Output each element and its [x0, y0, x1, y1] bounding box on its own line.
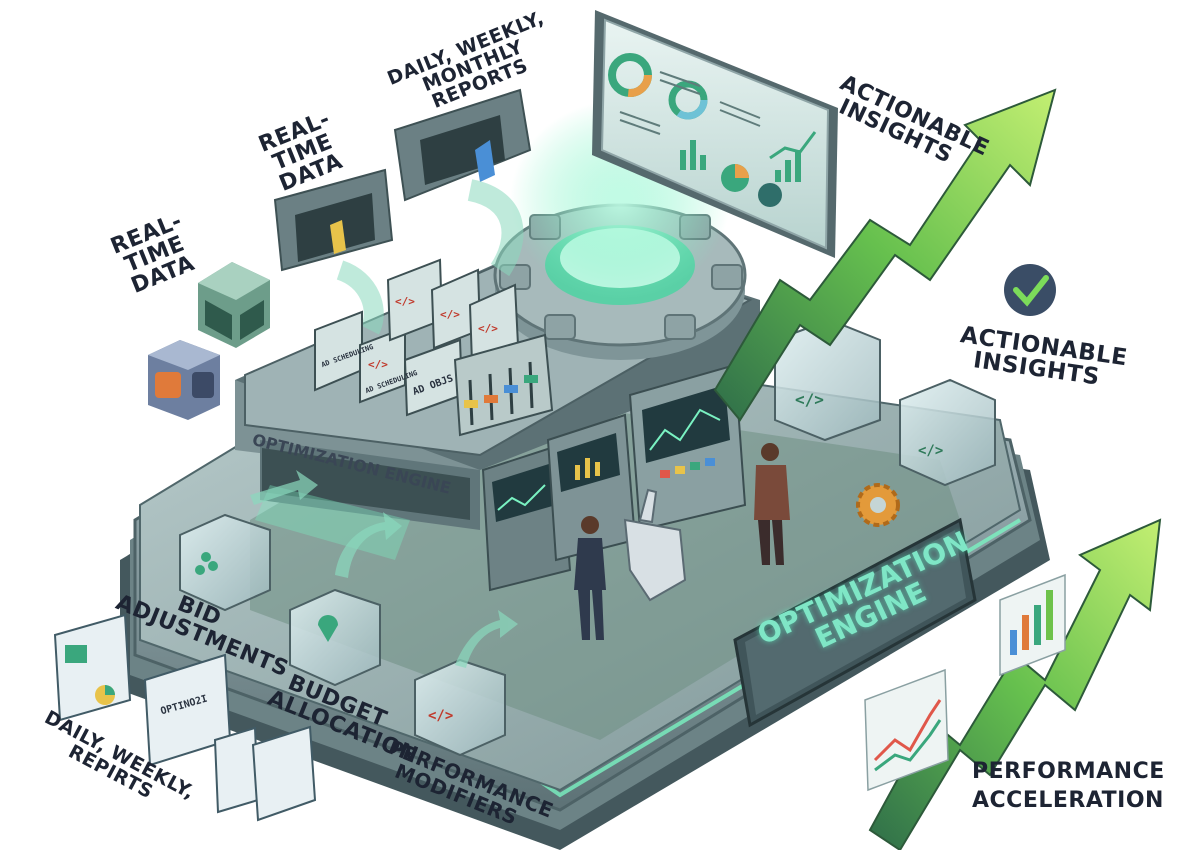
checkmark-icon — [1004, 264, 1056, 316]
svg-text:</>: </> — [478, 322, 498, 335]
svg-text:</>: </> — [428, 708, 453, 724]
cube-people — [179, 513, 271, 612]
engine-sign-panel — [733, 517, 977, 728]
slider-panel — [453, 333, 554, 437]
control-consoles — [481, 363, 747, 592]
svg-text:</>: </> — [395, 295, 415, 308]
svg-text:</>: </> — [368, 358, 388, 371]
cube-camera — [148, 340, 220, 420]
code-icon: </> — [414, 658, 506, 757]
input-pipe-reports — [393, 88, 532, 277]
report-documents — [53, 613, 317, 822]
svg-text:</>: </> — [918, 443, 943, 459]
robot-hand-icon — [623, 488, 687, 602]
person-man — [754, 443, 790, 565]
code-cards: </> </> </> </> — [314, 258, 520, 417]
rising-arrow-bottom — [868, 518, 1162, 850]
svg-text:</>: </> — [795, 390, 824, 409]
flow-arrows — [250, 470, 518, 668]
label-performance-acceleration: PERFORMANCE ACCELERATION — [972, 759, 1165, 813]
rising-arrow-large — [713, 88, 1057, 422]
mini-chart-line — [864, 668, 949, 792]
input-pipe-realtime — [273, 168, 394, 335]
cube-feather — [198, 262, 270, 348]
mini-chart-bars — [999, 573, 1066, 677]
floating-dashboard — [592, 10, 838, 258]
glass-cubes-right: </> </> — [774, 318, 996, 487]
location-pin-icon — [289, 588, 381, 687]
person-woman — [574, 516, 606, 640]
gear-icon — [856, 483, 900, 527]
svg-text:</>: </> — [440, 308, 460, 321]
